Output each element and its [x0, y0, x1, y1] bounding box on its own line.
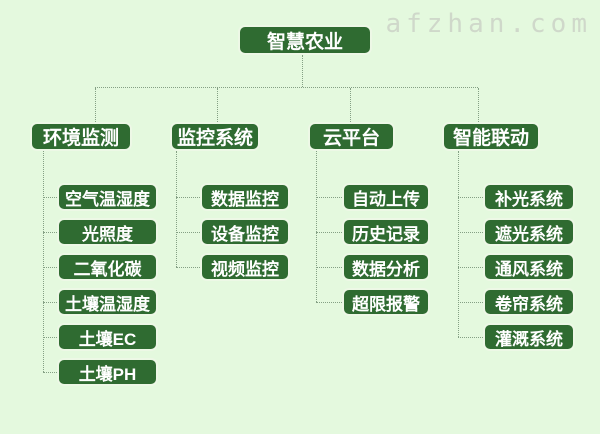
branch-children-environment-monitoring: 空气温湿度 光照度 二氧化碳 土壤温湿度 土壤EC 土壤PH — [57, 183, 158, 393]
leaf-node-illuminance: 光照度 — [57, 218, 158, 246]
branch-header-monitoring-system: 监控系统 — [170, 122, 260, 151]
connector-stub — [458, 197, 483, 198]
leaf-node-video-monitoring: 视频监控 — [200, 253, 290, 281]
leaf-node-soil-ph: 土壤PH — [57, 358, 158, 386]
connector-stub — [458, 302, 483, 303]
connector-spine-cloud — [316, 151, 317, 302]
root-node: 智慧农业 — [238, 25, 372, 55]
leaf-node-irrigation-system: 灌溉系统 — [483, 323, 575, 351]
connector-stub — [458, 267, 483, 268]
connector-stub — [316, 267, 342, 268]
leaf-node-history-record: 历史记录 — [342, 218, 430, 246]
connector-stub — [43, 197, 57, 198]
branch-children-cloud-platform: 自动上传 历史记录 数据分析 超限报警 — [342, 183, 430, 323]
branch-children-smart-linkage: 补光系统 遮光系统 通风系统 卷帘系统 灌溉系统 — [483, 183, 575, 358]
leaf-node-soil-temp-humidity: 土壤温湿度 — [57, 288, 158, 316]
leaf-node-data-analysis: 数据分析 — [342, 253, 430, 281]
branch-header-environment-monitoring: 环境监测 — [30, 122, 132, 151]
connector-stub — [43, 267, 57, 268]
connector-stub — [316, 232, 342, 233]
leaf-node-shading-system: 遮光系统 — [483, 218, 575, 246]
connector-stub — [316, 302, 342, 303]
connector-stub — [43, 372, 57, 373]
leaf-node-roller-blind-system: 卷帘系统 — [483, 288, 575, 316]
connector-stub — [43, 337, 57, 338]
connector-stub — [316, 197, 342, 198]
connector-spine-linkage — [458, 151, 459, 337]
leaf-node-limit-alarm: 超限报警 — [342, 288, 430, 316]
connector-drop-linkage — [478, 88, 479, 122]
connector-drop-monitoring — [217, 88, 218, 122]
connector-stub — [458, 232, 483, 233]
branch-header-smart-linkage: 智能联动 — [442, 122, 540, 151]
connector-spine-monitoring — [176, 151, 177, 267]
leaf-node-air-temp-humidity: 空气温湿度 — [57, 183, 158, 211]
leaf-node-device-monitoring: 设备监控 — [200, 218, 290, 246]
branch-header-cloud-platform: 云平台 — [308, 122, 395, 151]
leaf-node-co2: 二氧化碳 — [57, 253, 158, 281]
leaf-node-fill-light-system: 补光系统 — [483, 183, 575, 211]
connector-drop-cloud — [350, 88, 351, 122]
leaf-node-ventilation-system: 通风系统 — [483, 253, 575, 281]
connector-stub — [43, 232, 57, 233]
connector-stub — [458, 337, 483, 338]
branch-children-monitoring-system: 数据监控 设备监控 视频监控 — [200, 183, 290, 288]
connector-spine-environment — [43, 151, 44, 372]
watermark-text: afzhan.com — [385, 9, 592, 39]
connector-branch-rail — [95, 87, 478, 88]
connector-stub — [176, 232, 200, 233]
connector-stub — [176, 197, 200, 198]
connector-drop-environment — [95, 88, 96, 122]
connector-root-stem — [302, 55, 303, 87]
connector-stub — [43, 302, 57, 303]
leaf-node-auto-upload: 自动上传 — [342, 183, 430, 211]
connector-stub — [176, 267, 200, 268]
leaf-node-soil-ec: 土壤EC — [57, 323, 158, 351]
leaf-node-data-monitoring: 数据监控 — [200, 183, 290, 211]
